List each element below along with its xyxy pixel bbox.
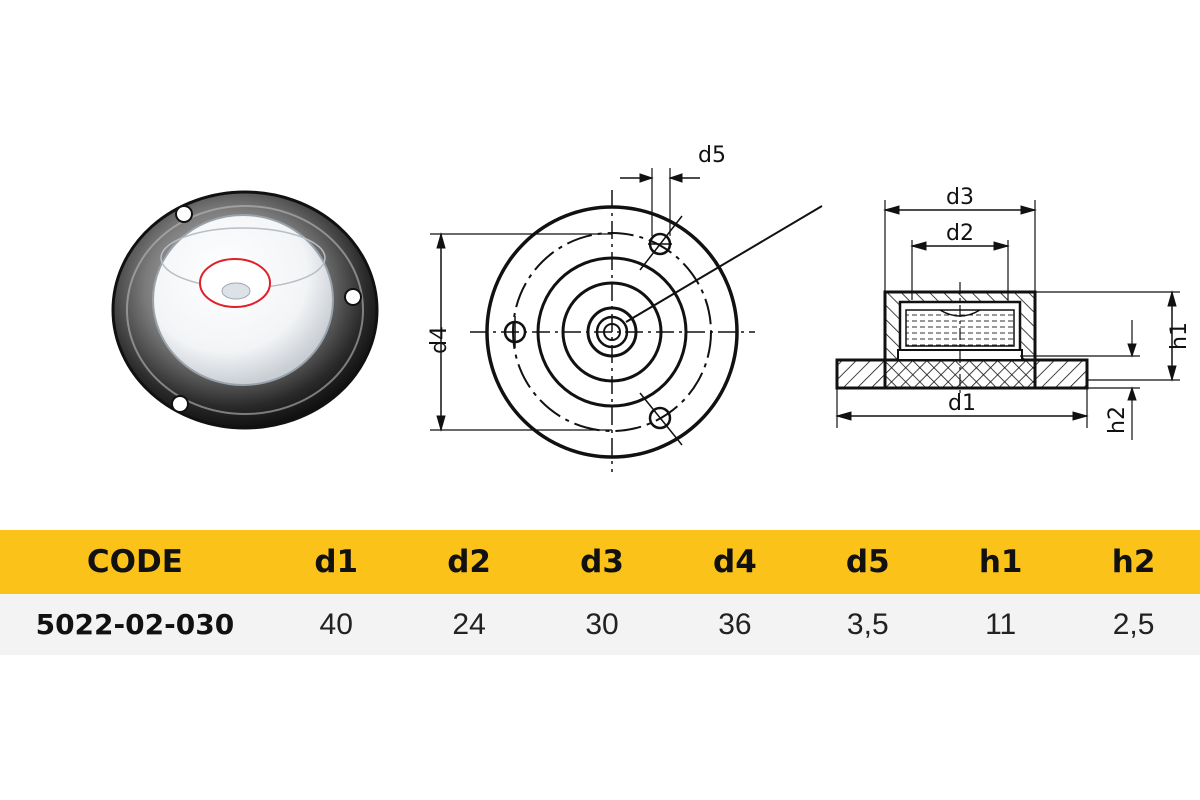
header-d1: d1 xyxy=(314,544,359,580)
label-h2: h2 xyxy=(1105,406,1130,434)
header-d4: d4 xyxy=(713,544,757,580)
cell-d1: 40 xyxy=(319,607,353,641)
cell-h1: 11 xyxy=(985,607,1017,641)
section-view-drawing xyxy=(835,200,1180,440)
label-d3: d3 xyxy=(946,185,974,210)
header-d5: d5 xyxy=(845,544,890,580)
label-d4: d4 xyxy=(427,326,452,354)
header-d3: d3 xyxy=(580,544,624,580)
label-d2: d2 xyxy=(946,221,974,246)
product-photo xyxy=(111,190,379,430)
spec-table: CODE d1 d2 d3 d4 d5 h1 h2 5022-02-030 40… xyxy=(0,530,1200,655)
header-d2: d2 xyxy=(447,544,491,580)
label-h1: h1 xyxy=(1167,322,1192,350)
cell-d2: 24 xyxy=(452,607,486,641)
top-view-drawing xyxy=(430,168,823,472)
header-h2: h2 xyxy=(1111,544,1156,580)
header-h1: h1 xyxy=(978,544,1023,580)
header-code: CODE xyxy=(86,544,183,580)
cell-d4: 36 xyxy=(718,607,752,641)
cell-d5: 3,5 xyxy=(846,607,889,641)
label-d1: d1 xyxy=(948,391,976,416)
cell-h2: 2,5 xyxy=(1112,607,1155,641)
label-d5: d5 xyxy=(698,143,726,168)
cell-d3: 30 xyxy=(585,607,619,641)
table-row: 5022-02-030 40 24 30 36 3,5 11 2,5 xyxy=(0,594,1200,655)
cell-code: 5022-02-030 xyxy=(35,608,235,641)
table-header-row: CODE d1 d2 d3 d4 d5 h1 h2 xyxy=(0,530,1200,594)
figures-area: d4 d5 xyxy=(111,143,1192,472)
